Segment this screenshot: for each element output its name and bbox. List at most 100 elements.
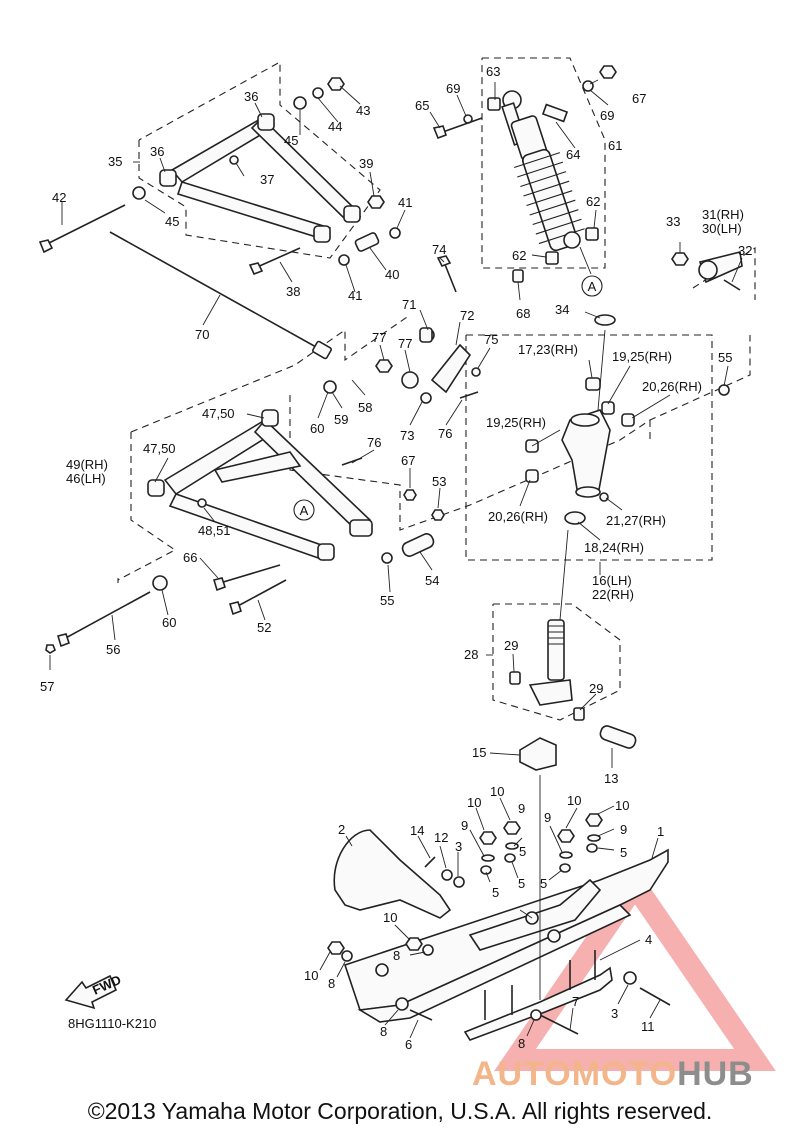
part-label: 9 <box>544 810 551 825</box>
part-label: 3 <box>455 839 462 854</box>
part-label: 69 <box>446 81 460 96</box>
part-label: 74 <box>432 242 446 257</box>
part-label: 10 <box>383 910 397 925</box>
part-label: 47,50 <box>143 441 176 456</box>
part-label: 55 <box>380 593 394 608</box>
part-label: 8 <box>380 1024 387 1039</box>
part-label: 70 <box>195 327 209 342</box>
part-label: 75 <box>484 332 498 347</box>
part-label: 44 <box>328 119 342 134</box>
part-label: 4 <box>645 932 652 947</box>
shock-link <box>375 255 481 404</box>
part-label: 66 <box>183 550 197 565</box>
part-label: 60 <box>310 421 324 436</box>
part-label: 10 <box>490 784 504 799</box>
part-label: 9 <box>461 818 468 833</box>
part-label: 21,27(RH) <box>606 513 666 528</box>
part-label: 3 <box>611 1006 618 1021</box>
part-label: 43 <box>356 103 370 118</box>
shock-absorber <box>432 65 617 283</box>
part-label: 58 <box>358 400 372 415</box>
watermark-text: AUTOMOTOHUB <box>472 1055 754 1094</box>
part-labels: 1 2 3 3 4 5 5 5 5 5 6 7 8 8 8 8 9 9 9 9 … <box>40 64 752 1052</box>
part-label: 62 <box>586 194 600 209</box>
part-label: 57 <box>40 679 54 694</box>
leader-lines <box>49 79 743 1039</box>
part-label: 68 <box>516 306 530 321</box>
part-label: 76 <box>438 426 452 441</box>
part-label: 5 <box>540 876 547 891</box>
spindle <box>509 619 637 771</box>
part-label: 28 <box>464 647 478 662</box>
part-label: 41 <box>398 195 412 210</box>
part-label: 9 <box>518 801 525 816</box>
drawing-code: 8HG1110-K210 <box>68 1016 157 1031</box>
part-label: 13 <box>604 771 618 786</box>
part-label: 52 <box>257 620 271 635</box>
part-label: 41 <box>348 288 362 303</box>
part-label: 38 <box>286 284 300 299</box>
spindle-housing <box>525 314 730 525</box>
part-label: 45 <box>165 214 179 229</box>
part-label: 30(LH) <box>702 221 742 236</box>
part-label: 53 <box>432 474 446 489</box>
part-label: 29 <box>589 681 603 696</box>
part-label: 5 <box>519 844 526 859</box>
lower-a-arm <box>147 409 373 561</box>
part-label: 12 <box>434 830 448 845</box>
part-label: 17,23(RH) <box>518 342 578 357</box>
part-label: 71 <box>402 297 416 312</box>
tie-rod <box>109 231 332 360</box>
part-label: 7 <box>572 994 579 1009</box>
part-label: 48,51 <box>198 523 231 538</box>
part-label: 10 <box>467 795 481 810</box>
part-label: 54 <box>425 573 439 588</box>
part-label: 8 <box>393 948 400 963</box>
part-label: 6 <box>405 1037 412 1052</box>
part-label: 10 <box>615 798 629 813</box>
part-label: 67 <box>401 453 415 468</box>
part-label: 1 <box>657 824 664 839</box>
part-label: 72 <box>460 308 474 323</box>
part-label: 16(LH) <box>592 573 632 588</box>
part-label: 49(RH) <box>66 457 108 472</box>
watermark-triangle <box>494 865 776 1071</box>
part-label: 19,25(RH) <box>612 349 672 364</box>
part-label: 2 <box>338 822 345 837</box>
steering-arm <box>671 251 743 291</box>
callout-a-arm: A <box>293 499 315 521</box>
part-label: 8 <box>518 1036 525 1051</box>
part-label: 69 <box>600 108 614 123</box>
part-label: 10 <box>567 793 581 808</box>
callout-a-text: A <box>300 503 309 518</box>
part-label: 35 <box>108 154 122 169</box>
part-label: 34 <box>555 302 569 317</box>
part-label: 33 <box>666 214 680 229</box>
part-label: 18,24(RH) <box>584 540 644 555</box>
part-label: 11 <box>641 1019 655 1034</box>
part-label: 8 <box>328 976 335 991</box>
part-label: 59 <box>334 412 348 427</box>
part-label: 5 <box>518 876 525 891</box>
part-label: 73 <box>400 428 414 443</box>
part-label: 76 <box>367 435 381 450</box>
part-label: 19,25(RH) <box>486 415 546 430</box>
part-label: 14 <box>410 823 424 838</box>
part-label: 65 <box>415 98 429 113</box>
callout-a-shock: A <box>581 275 603 297</box>
part-label: 64 <box>566 147 580 162</box>
part-label: 5 <box>620 845 627 860</box>
ski-hardware <box>327 813 671 1035</box>
watermark-part2: HUB <box>677 1055 754 1093</box>
part-label: 55 <box>718 350 732 365</box>
part-label: 10 <box>304 968 318 983</box>
ski-assembly <box>333 829 669 1041</box>
part-label: 36 <box>150 144 164 159</box>
part-label: 22(RH) <box>592 587 634 602</box>
upper-arm-hardware <box>38 77 401 276</box>
part-label: 42 <box>52 190 66 205</box>
part-label: 36 <box>244 89 258 104</box>
part-label: 31(RH) <box>702 207 744 222</box>
copyright-notice: ©2013 Yamaha Motor Corporation, U.S.A. A… <box>87 1098 713 1124</box>
